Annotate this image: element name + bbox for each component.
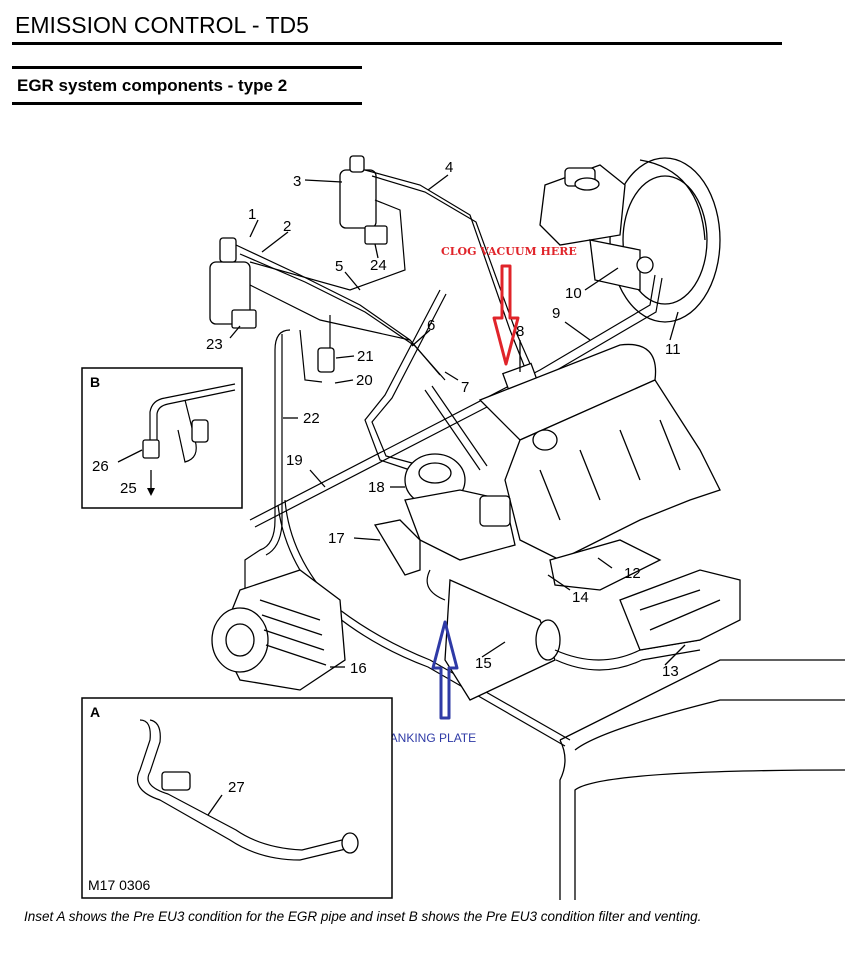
bracket <box>373 519 421 576</box>
clog-vacuum-label: CLOG VACUUM HERE <box>441 245 577 258</box>
callout-3: 3 <box>293 173 301 190</box>
section-rule-top <box>12 66 362 69</box>
callout-13: 13 <box>662 663 679 680</box>
brake-servo <box>609 157 721 323</box>
callout-4: 4 <box>445 159 453 176</box>
blanking-plate-label: BLANKING PLATE <box>375 731 476 745</box>
callout-2: 2 <box>283 218 291 235</box>
engine-block <box>559 659 845 900</box>
inset-a-label: A <box>90 704 100 720</box>
intake-manifold <box>478 343 721 591</box>
vacuum-pipes <box>235 169 663 747</box>
alternator <box>211 569 346 691</box>
page-title: EMISSION CONTROL - TD5 <box>15 12 309 38</box>
callout-9: 9 <box>552 305 560 322</box>
blue-arrow-icon <box>431 620 459 720</box>
modulator-valve-upper <box>339 155 388 245</box>
exhaust-manifold <box>619 569 741 651</box>
inset-a: A 27 M17 0306 <box>81 697 393 899</box>
callout-8: 8 <box>516 323 524 340</box>
callout-27: 27 <box>228 779 245 796</box>
egr-cooler <box>426 569 701 701</box>
callout-5: 5 <box>335 258 343 275</box>
callout-6: 6 <box>427 317 435 334</box>
callout-26: 26 <box>92 458 109 475</box>
callout-23: 23 <box>206 336 223 353</box>
section-title: EGR system components - type 2 <box>17 76 288 95</box>
section-rule-bottom <box>12 102 362 105</box>
modulator-valve-lower <box>209 237 257 329</box>
callout-21: 21 <box>357 348 374 365</box>
callout-11: 11 <box>665 341 681 358</box>
callout-16: 16 <box>350 660 367 677</box>
callout-10: 10 <box>565 285 582 302</box>
callout-17: 17 <box>328 530 345 547</box>
inset-b: B 26 25 <box>81 367 243 509</box>
callout-7: 7 <box>461 379 469 396</box>
callout-14: 14 <box>572 589 589 606</box>
callout-19: 19 <box>286 452 303 469</box>
inset-b-label: B <box>90 374 100 390</box>
callout-18: 18 <box>368 479 385 496</box>
title-rule <box>12 42 782 45</box>
callout-20: 20 <box>356 372 373 389</box>
figure-code: M17 0306 <box>88 877 150 893</box>
callout-25: 25 <box>120 480 137 497</box>
egr-valve <box>404 453 516 561</box>
leader-lines <box>229 174 686 668</box>
master-cylinder <box>539 164 654 291</box>
callout-22: 22 <box>303 410 320 427</box>
callout-1: 1 <box>248 206 256 223</box>
red-arrow-icon <box>492 264 520 366</box>
callout-15: 15 <box>475 655 492 672</box>
callout-12: 12 <box>624 565 641 582</box>
figure-caption: Inset A shows the Pre EU3 condition for … <box>24 909 702 924</box>
callout-24: 24 <box>370 257 387 274</box>
